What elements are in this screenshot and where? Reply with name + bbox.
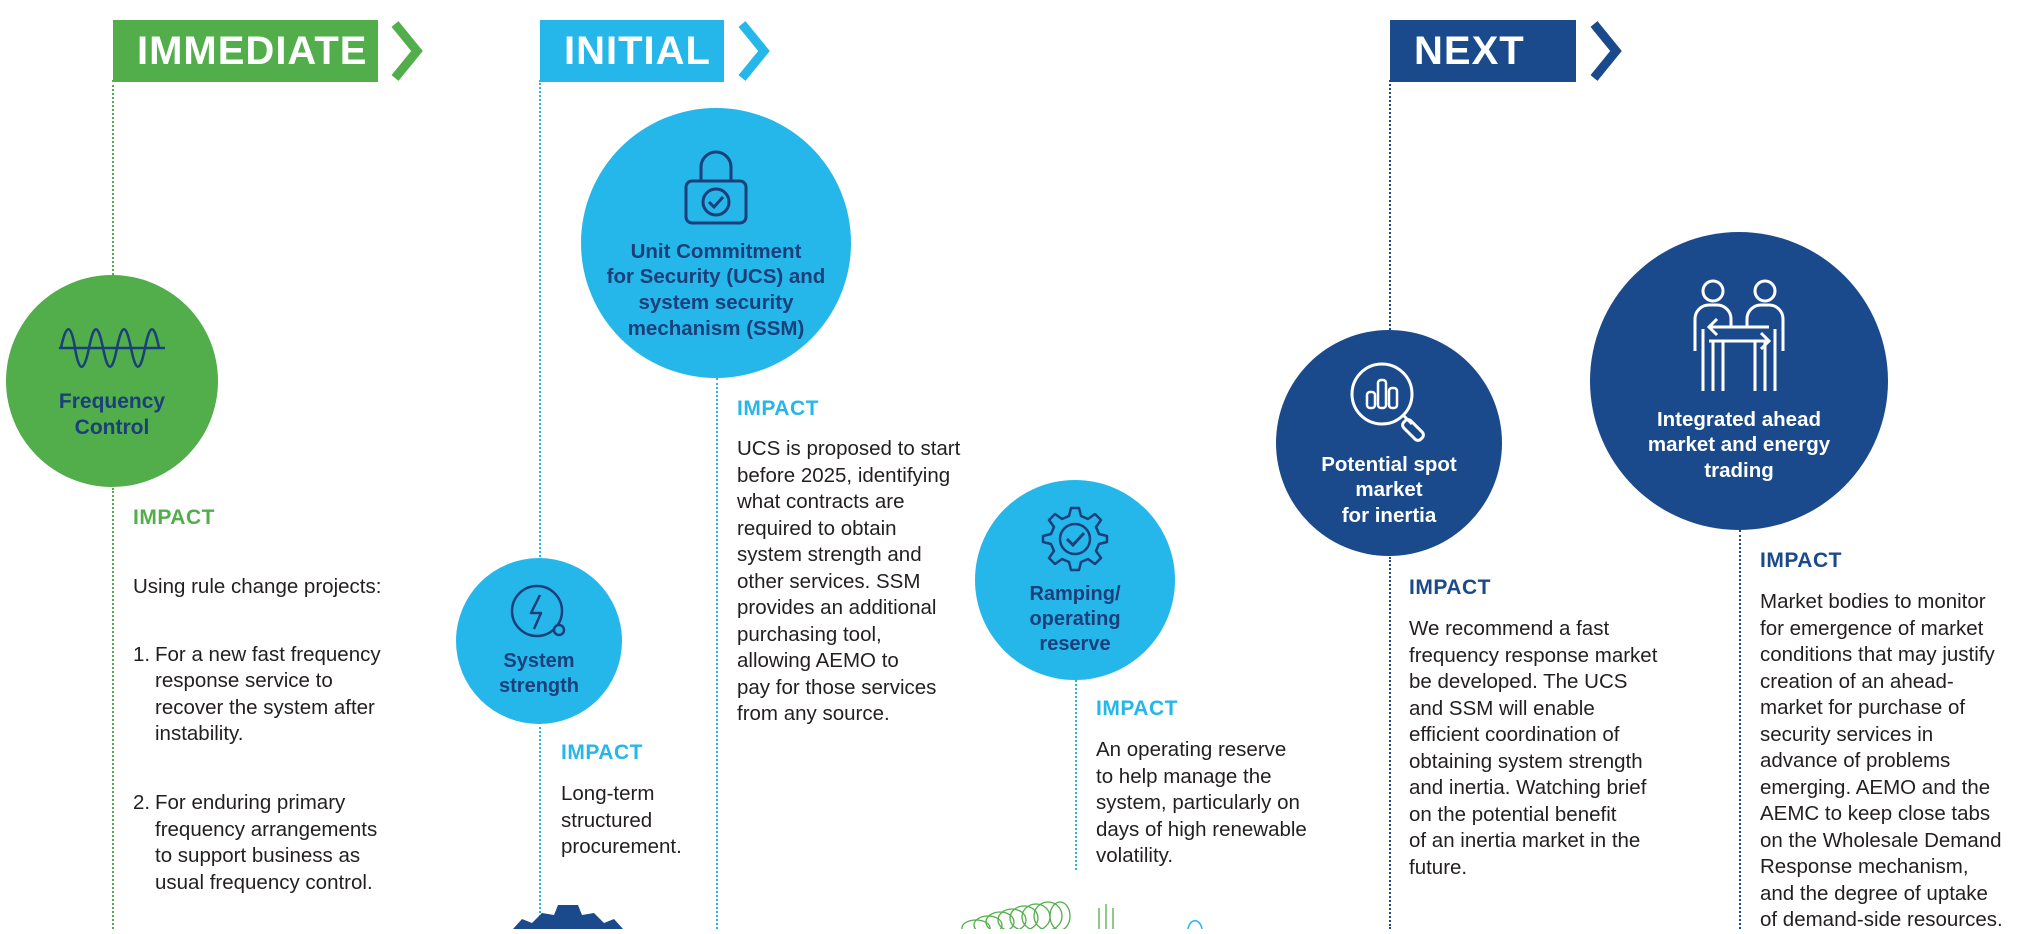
ucs-ssm-circle: Unit Commitment for Security (UCS) and s… bbox=[581, 108, 851, 378]
connector-ahead-market bbox=[1739, 530, 1741, 929]
impact-heading: IMPACT bbox=[133, 506, 215, 529]
frequency-control-intro: Using rule change projects: bbox=[133, 574, 382, 598]
phase-initial-label: INITIAL bbox=[540, 20, 724, 82]
ramping-reserve-circle: Ramping/ operating reserve bbox=[975, 480, 1175, 680]
impact-heading: IMPACT bbox=[737, 397, 819, 420]
coil-decoration-icon bbox=[961, 901, 1203, 929]
lightning-plug-icon bbox=[510, 584, 566, 638]
system-strength-title: System strength bbox=[499, 650, 579, 697]
timeline-line-next bbox=[1389, 80, 1391, 330]
frequency-control-impact: Using rule change projects: 1. For a new… bbox=[133, 547, 423, 923]
chevron-right-icon bbox=[391, 21, 423, 81]
timeline-line-immediate bbox=[112, 80, 114, 275]
impact-heading: IMPACT bbox=[1096, 697, 1178, 720]
timeline-line-next-lower bbox=[1389, 557, 1391, 929]
gear-decoration-icon bbox=[513, 905, 623, 929]
phase-immediate-label: IMMEDIATE bbox=[113, 20, 378, 82]
timeline-line-immediate-lower bbox=[112, 488, 114, 929]
chevron-right-icon bbox=[1590, 21, 1622, 81]
impact-heading: IMPACT bbox=[1409, 576, 1491, 599]
list-item: 1. For a new fast frequency response ser… bbox=[133, 642, 381, 746]
list-item: 2. For enduring primary frequency arrang… bbox=[133, 791, 378, 894]
people-exchange-icon bbox=[1693, 279, 1785, 391]
chevron-right-icon bbox=[738, 21, 770, 81]
magnifier-bar-chart-icon bbox=[1350, 362, 1425, 442]
connector-ramping bbox=[1075, 680, 1077, 870]
ucs-ssm-title: Unit Commitment for Security (UCS) and s… bbox=[606, 239, 826, 340]
ucs-ssm-impact-text: UCS is proposed to start before 2025, id… bbox=[737, 437, 961, 725]
sine-wave-icon bbox=[59, 327, 165, 368]
system-strength-impact-text: Long-term structured procurement. bbox=[561, 782, 682, 858]
spot-market-inertia-title: Potential spot market for inertia bbox=[1321, 452, 1457, 527]
impact-heading: IMPACT bbox=[561, 741, 643, 764]
phase-next-label: NEXT bbox=[1390, 20, 1576, 82]
timeline-line-initial bbox=[539, 80, 541, 560]
ahead-market-impact-text: Market bodies to monitor for emergence o… bbox=[1760, 590, 2003, 931]
connector-ucs bbox=[716, 378, 718, 929]
impact-heading: IMPACT bbox=[1760, 549, 1842, 572]
ramping-reserve-title: Ramping/ operating reserve bbox=[1029, 582, 1121, 655]
ahead-market-circle: Integrated ahead market and energy tradi… bbox=[1590, 232, 1888, 530]
padlock-check-icon bbox=[684, 150, 748, 225]
ahead-market-title: Integrated ahead market and energy tradi… bbox=[1647, 407, 1831, 482]
timeline-line-initial-lower bbox=[539, 722, 541, 929]
gear-check-icon bbox=[1041, 506, 1109, 571]
ramping-reserve-impact-text: An operating reserve to help manage the … bbox=[1096, 738, 1307, 867]
frequency-control-circle: Frequency Control bbox=[6, 275, 218, 487]
spot-market-inertia-impact-text: We recommend a fast frequency response m… bbox=[1409, 617, 1658, 879]
frequency-control-title: Frequency Control bbox=[58, 389, 166, 439]
spot-market-inertia-circle: Potential spot market for inertia bbox=[1276, 330, 1502, 556]
system-strength-circle: System strength bbox=[456, 558, 622, 724]
